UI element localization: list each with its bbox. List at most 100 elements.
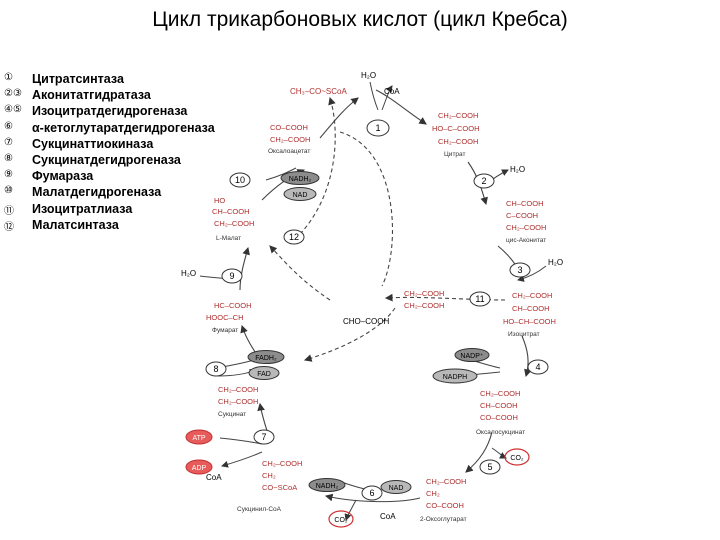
step-marker-10	[229, 172, 251, 188]
legend-label: Изоцитратлиаза	[32, 201, 133, 216]
cycle-arrow	[465, 431, 493, 473]
formula-line: CH₂–COOH	[438, 137, 478, 146]
legend-number: ⑨	[4, 169, 13, 181]
formula-line: C–COOH	[506, 211, 538, 220]
formula-line: CH₂–COOH	[404, 301, 444, 310]
formula-line: CH₂–COOH	[480, 389, 520, 398]
metabolite-name: L-Малат	[216, 235, 241, 242]
step-label: 7	[261, 432, 266, 442]
step-marker-11	[469, 291, 491, 307]
metabolite-name: Фумарат	[212, 327, 238, 334]
reagent-label: CoA	[384, 87, 400, 96]
legend-item: ⑥ α-кетоглутаратдегидрогеназа	[4, 121, 264, 137]
glyoxylate-arrow	[269, 245, 331, 301]
reagent-label: CH₃–CO~SCoA	[290, 87, 347, 96]
glyoxylate-arrow	[289, 96, 336, 245]
formula-line: CH₂–COOH	[218, 385, 258, 394]
formula-line: HOOC–CH	[206, 313, 244, 322]
legend-label: Аконитатгидратаза	[32, 88, 151, 103]
cofactor-label: ATP	[192, 435, 205, 442]
nad-badge	[283, 187, 317, 201]
formula-line: CH–COOH	[212, 207, 250, 216]
adp-badge	[185, 459, 213, 475]
legend-label: α-кетоглутаратдегидрогеназа	[32, 120, 215, 135]
formula-line: CH₂–COOH	[404, 289, 444, 298]
legend-item: ④⑤ Изоцитратдегидрогеназа	[4, 104, 264, 120]
legend-number: ⑩	[4, 185, 13, 197]
fad-badge	[248, 366, 280, 380]
glyoxylate-arrow	[339, 131, 393, 287]
cofactor-label: NADP⁺	[460, 353, 483, 360]
nadp-badge	[454, 348, 490, 362]
formula-line: CO~SCoA	[262, 483, 297, 492]
co2-marker	[504, 448, 530, 466]
cofactor-label: NAD	[389, 485, 404, 492]
step-label: 1	[375, 123, 380, 133]
legend-number: ⑧	[4, 152, 13, 164]
step-marker-4	[527, 359, 549, 375]
step-label: 5	[487, 462, 492, 472]
legend-number: ⑫	[4, 221, 14, 233]
formula-line: CH₂	[426, 489, 440, 498]
step-label: 12	[289, 232, 299, 242]
legend-label: Фумараза	[32, 169, 94, 184]
formula-line: CH₂–COOH	[506, 223, 546, 232]
reagent-label: H₂O	[361, 71, 376, 80]
legend-item: ②③ Аконитатгидратаза	[4, 88, 264, 104]
legend-item: ⑩ Малатдегидрогеназа	[4, 185, 264, 201]
cofactor-label: CO₂	[334, 517, 348, 524]
legend-number: ②③	[4, 88, 22, 100]
step-marker-12	[283, 229, 305, 245]
nad-badge	[380, 480, 412, 494]
cofactor-label: FADH₂	[255, 355, 277, 362]
step-label: 2	[481, 176, 486, 186]
co2-marker	[328, 510, 354, 528]
metabolite-name: цис-Аконитат	[506, 237, 546, 244]
reagent-label: H₂O	[181, 269, 196, 278]
step-label: 9	[229, 271, 234, 281]
cycle-arrow	[319, 97, 359, 139]
step-label: 8	[213, 364, 218, 374]
formula-line: CH₂–COOH	[262, 459, 302, 468]
glyoxylate-arrow	[384, 293, 506, 302]
reagent-label: CoA	[206, 473, 222, 482]
metabolite-name: Оксалоацетат	[268, 148, 310, 155]
legend-label: Малатсинтаза	[32, 217, 119, 232]
metabolite-name: Сукцинил-CoA	[237, 506, 282, 513]
reagent-label: CHO–COOH	[343, 317, 389, 326]
step-label: 6	[369, 488, 374, 498]
legend-label: Изоцитратдегидрогеназа	[32, 104, 188, 119]
step-marker-1	[366, 119, 390, 137]
formula-line: CH₂–COOH	[270, 135, 310, 144]
legend-label: Сукцинаттиокиназа	[32, 136, 154, 151]
formula-line: CO–COOH	[426, 501, 464, 510]
page-title: Цикл трикарбоновых кислот (цикл Кребса)	[152, 8, 568, 31]
formula-line: HO–CH–COOH	[503, 317, 556, 326]
legend-number: ⑥	[4, 120, 13, 132]
formula-line: CO–COOH	[480, 413, 518, 422]
formula-line: CH₂	[262, 471, 276, 480]
legend-number: ④⑤	[4, 104, 22, 116]
nadh-badge	[280, 171, 320, 185]
legend-label: Малатдегидрогеназа	[32, 185, 162, 200]
formula-line: CH₂–COOH	[438, 111, 478, 120]
cofactor-label: NADH₂	[316, 483, 339, 490]
formula-line: CH₂–COOH	[218, 397, 258, 406]
glyoxylate-arrow	[303, 307, 396, 362]
formula-line: HO–C–COOH	[432, 124, 480, 133]
step-marker-7	[253, 429, 275, 445]
step-label: 4	[535, 362, 540, 372]
cycle-arrow	[239, 246, 250, 291]
metabolite-name: Сукцинат	[218, 411, 246, 418]
formula-line: CH₂–COOH	[426, 477, 466, 486]
step-marker-8	[205, 361, 227, 377]
reagent-label: H₂O	[548, 258, 563, 267]
formula-line: HC–COOH	[214, 301, 252, 310]
metabolite-name: 2-Оксоглутарат	[420, 516, 467, 523]
formula-line: CH–COOH	[480, 401, 518, 410]
cofactor-label: NADH₂	[289, 176, 312, 183]
formula-line: HO	[214, 196, 225, 205]
